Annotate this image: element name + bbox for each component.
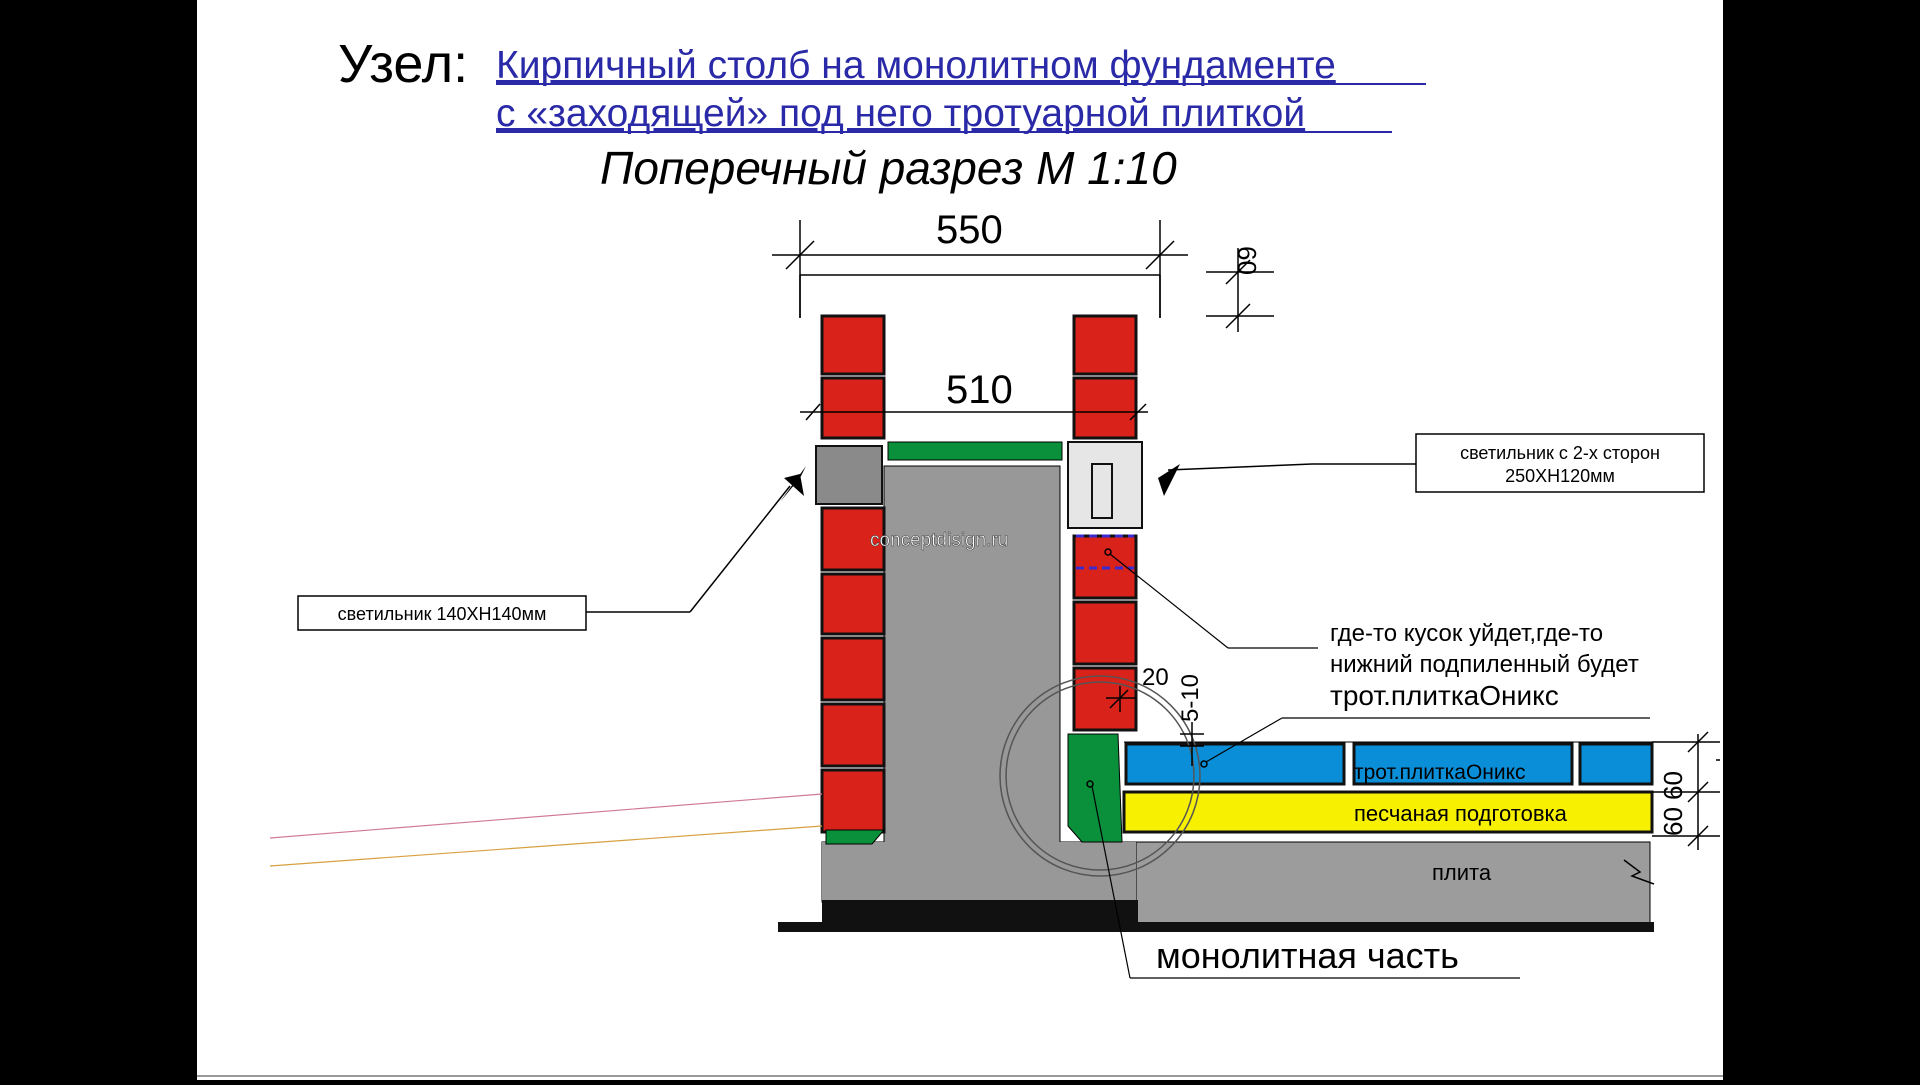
slab-break-mark (1623, 859, 1655, 885)
dimension-cap-60 (1206, 248, 1274, 332)
top-green-strip (887, 441, 1063, 461)
left-brick-column (820, 314, 886, 834)
note-line2: нижний подпиленный будет (1330, 651, 1639, 678)
title-line2: с «заходящей» под него тротуарной плитко… (496, 92, 1305, 135)
slab-label: плита (1432, 860, 1492, 885)
lamp-double-size: 250ХН120мм (1505, 466, 1615, 486)
lamp-single-label: светильник 140ХН140мм (338, 604, 547, 624)
lamp-single-callout (297, 595, 587, 631)
lamp-double-label: светильник с 2-х сторон (1460, 443, 1660, 463)
note-leader (1109, 553, 1229, 649)
tile-leader (1205, 717, 1283, 763)
left-bottom-green (825, 829, 886, 845)
dimension-510 (800, 403, 1148, 421)
note-anchor (1104, 548, 1112, 556)
lamp-double-callout (1415, 433, 1705, 493)
lamp-left-leader (689, 485, 791, 613)
tile-block-3 (1578, 742, 1654, 786)
title-prefix: Узел: (338, 34, 468, 94)
right-bottom-green (1067, 733, 1123, 843)
foundation-footing (822, 900, 1138, 926)
tile-anchor (1200, 760, 1208, 768)
lamp-right-icon (1067, 441, 1143, 529)
lamp-right-leader (1167, 463, 1313, 471)
title-line1: Кирпичный столб на монолитном фундаменте (496, 44, 1336, 87)
dimension-joint (1106, 686, 1204, 766)
slab (1135, 841, 1651, 925)
dimension-tile-60-label: 60 (1658, 771, 1688, 800)
tile-block-2 (1352, 742, 1574, 786)
grade-line-orange (269, 825, 823, 867)
lamp-left-arrow-head (780, 466, 806, 502)
sand-layer (1122, 790, 1654, 834)
lamp-left-icon (815, 445, 883, 505)
subtitle: Поперечный разрез М 1:10 (600, 142, 1177, 194)
dimension-gap-label: 20 (1142, 664, 1169, 691)
dimension-550 (772, 220, 1188, 318)
ground-line (778, 922, 1654, 932)
lamp-right-inner (1091, 463, 1113, 519)
monolith-label: монолитная часть (1156, 935, 1459, 976)
sand-label: песчаная подготовка (1354, 801, 1568, 826)
note-line1: где-то кусок уйдет,где-то (1330, 620, 1603, 647)
detail-circle-outer (999, 675, 1201, 877)
dimension-510-label: 510 (946, 368, 1013, 412)
dimension-550-label: 550 (936, 208, 1003, 252)
monolith-leader (1091, 785, 1131, 979)
dimension-offset-label: 5-10 (1177, 674, 1204, 722)
dimension-cap-60-label: 60 (1232, 246, 1262, 275)
watermark: conceptdisign.ru (870, 530, 1008, 551)
grade-line-pink (269, 793, 823, 839)
tile-block-1 (1124, 742, 1346, 786)
dimension-sand-60-label: 60 (1658, 807, 1688, 836)
tile-label: трот.плиткаОникс (1354, 761, 1526, 784)
dimension-layers (1652, 731, 1720, 850)
note-line3: трот.плиткаОникс (1330, 680, 1559, 711)
foundation-base (822, 842, 1136, 902)
monolith-anchor (1086, 780, 1094, 788)
detail-circle-inner (1005, 681, 1195, 871)
lamp-right-arrow (1158, 464, 1180, 496)
